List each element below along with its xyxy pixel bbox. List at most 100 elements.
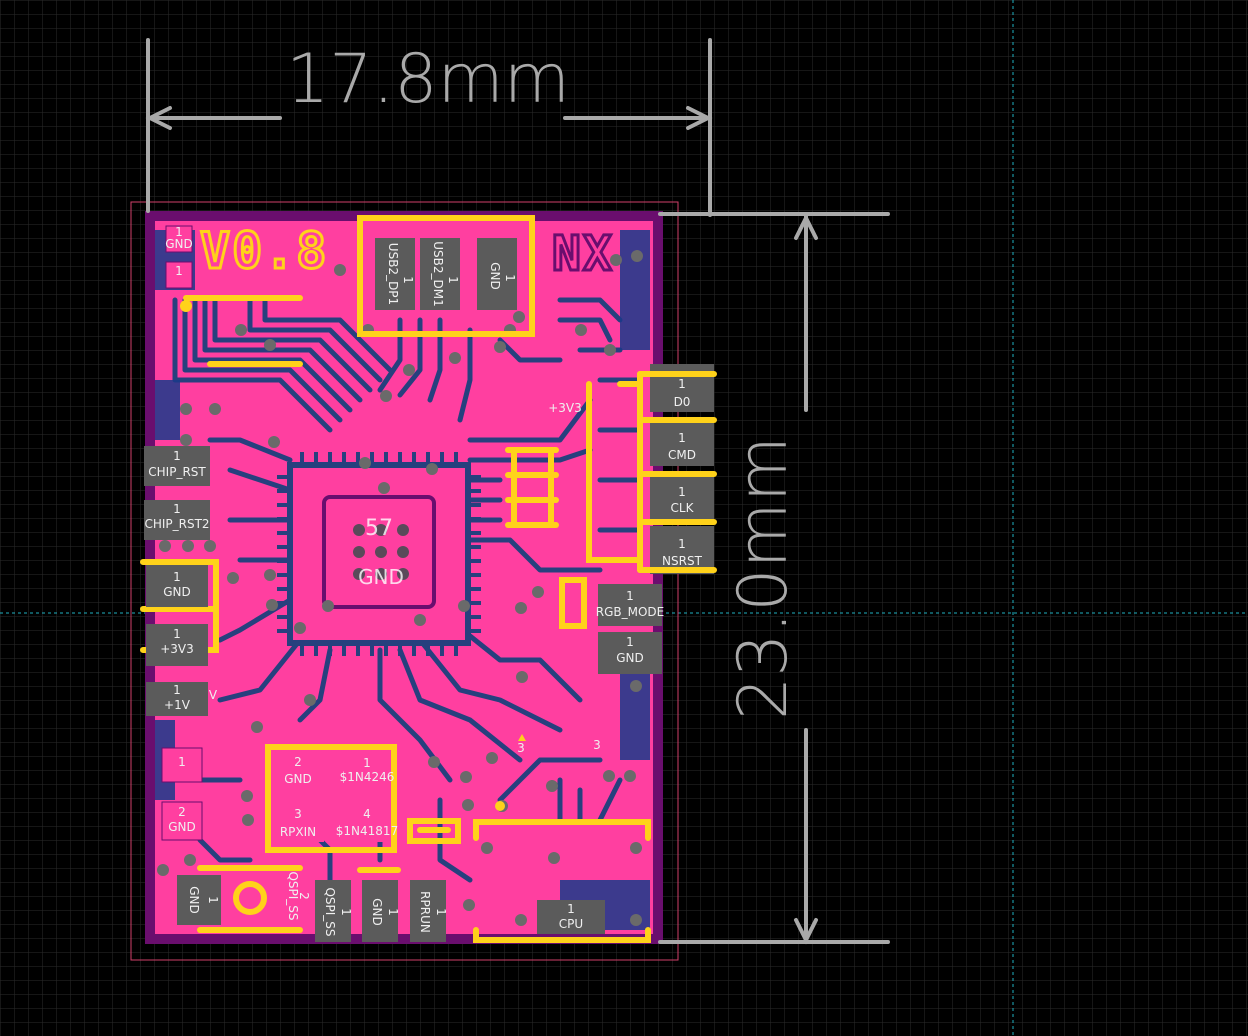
pad-left-gnd[interactable]: 1 GND [146,565,208,607]
svg-text:GND: GND [616,651,644,665]
diode-pad-4[interactable]: 4 $1N41817 [336,804,398,842]
silk-markers [180,300,526,811]
diode-pad-3[interactable]: 3 RPXIN [276,804,324,842]
pad-usb2-dm1[interactable]: 1 USB2_DM1 [420,238,460,310]
pad-tl-gnd[interactable]: 1 GND [165,225,193,253]
label-v: V [209,688,218,702]
svg-text:CHIP_RST2: CHIP_RST2 [144,517,209,531]
svg-text:1: 1 [386,908,400,916]
pad-top-gnd[interactable]: 1 GND [477,238,517,310]
svg-text:GND: GND [284,772,312,786]
trace-layer [172,297,643,883]
pad-ll-1[interactable]: 1 [161,747,203,783]
pad-chip-rst[interactable]: 1 CHIP_RST [144,446,210,486]
svg-text:QSPI_SS: QSPI_SS [323,887,337,936]
svg-text:1: 1 [434,908,448,916]
svg-text:1: 1 [446,276,460,284]
board-bounding-box [130,201,679,961]
svg-text:RPRUN: RPRUN [418,891,432,933]
svg-text:1: 1 [173,683,181,697]
chip-pins [277,452,481,656]
svg-text:1: 1 [363,756,371,770]
svg-text:1: 1 [206,896,220,904]
svg-text:+3V3: +3V3 [160,642,194,656]
svg-text:GND: GND [370,898,384,926]
svg-text:1: 1 [178,755,186,769]
chip-pad-number: 57 [365,516,393,541]
svg-text:RGB_MODE: RGB_MODE [596,605,665,619]
svg-text:1: 1 [175,264,183,278]
pad-rgb-mode[interactable]: 1 RGB_MODE [596,584,665,626]
pad-bottom-gnd2[interactable]: 1 GND [362,880,400,942]
svg-text:1: 1 [678,537,686,551]
pad-chip-rst2[interactable]: 1 CHIP_RST2 [144,500,210,540]
svg-text:1: 1 [173,627,181,641]
label-three-b: 3 [593,738,601,752]
right-connector-silk [637,371,717,573]
top-left-pads[interactable]: 1 GND 1 [165,225,193,289]
svg-text:RPXIN: RPXIN [280,825,316,839]
svg-text:1: 1 [678,377,686,391]
dimension-width-label: 17.8mm [286,40,570,119]
svg-text:$1N41817: $1N41817 [336,824,398,838]
diode-pad-2[interactable]: 2 GND [276,755,324,798]
svg-text:1: 1 [626,589,634,603]
svg-text:1: 1 [173,502,181,516]
dimension-lines [145,38,890,945]
pad-nsrst[interactable]: 1 NSRST [650,526,714,574]
diode-pad-1[interactable]: 1 $1N4246 [338,756,394,798]
chip-pad-label: GND [358,565,404,589]
pad-tl-2[interactable]: 1 [165,261,193,289]
pad-bottom-gnd[interactable]: 1 GND [177,875,221,925]
bottom-connector-pads[interactable]: 1 GND 2 QSPI_SS 1 QSPI_SS 1 GND 1 RPRUN … [177,871,605,942]
board-mark-silkscreen: NX [552,226,614,282]
svg-text:USB2_DP1: USB2_DP1 [386,243,400,305]
svg-text:1: 1 [678,431,686,445]
svg-text:1: 1 [626,635,634,649]
svg-text:CHIP_RST: CHIP_RST [148,465,206,479]
svg-text:1: 1 [173,570,181,584]
svg-text:CLK: CLK [671,501,695,515]
svg-text:2: 2 [178,805,186,819]
pad-ll-gnd[interactable]: 2 GND [161,801,203,841]
pad-cmd[interactable]: 1 CMD [650,418,714,466]
svg-text:USB2_DM1: USB2_DM1 [431,241,445,307]
top-connector-pads[interactable]: 1 USB2_DP1 1 USB2_DM1 1 GND [375,238,517,310]
left-lower-pads[interactable]: 1 2 GND [161,747,203,841]
svg-text:3: 3 [294,807,302,821]
svg-text:1: 1 [567,902,575,916]
pad-qspi-ss-2[interactable]: 2 QSPI_SS [276,871,311,922]
left-connector-pads[interactable]: 1 CHIP_RST 1 CHIP_RST2 1 GND 1 +3V3 1 +1… [144,446,210,716]
pad-rprun[interactable]: 1 RPRUN [410,880,448,942]
svg-text:1: 1 [678,485,686,499]
svg-text:CPU: CPU [559,917,583,931]
pad-left-3v3[interactable]: 1 +3V3 [146,624,208,666]
chip-thermal-vias [353,524,409,580]
label-plus3v3: +3V3 [548,401,582,415]
right-lower-pads[interactable]: 1 RGB_MODE 1 GND [596,584,665,674]
label-three-a: 3 [517,741,525,755]
pad-clk[interactable]: 1 CLK [650,472,714,520]
svg-text:D0: D0 [674,395,691,409]
svg-text:+1V: +1V [164,698,191,712]
svg-text:GND: GND [165,237,193,251]
svg-text:QSPI_SS: QSPI_SS [286,871,300,920]
svg-text:GND: GND [187,886,201,914]
pad-cpu[interactable]: 1 CPU [537,900,605,934]
pad-usb2-dp1[interactable]: 1 USB2_DP1 [375,238,415,310]
svg-text:GND: GND [168,820,196,834]
svg-text:GND: GND [488,262,502,290]
pad-qspi-ss[interactable]: 1 QSPI_SS [315,880,353,942]
svg-text:1: 1 [401,276,415,284]
pad-right-gnd[interactable]: 1 GND [598,632,662,674]
svg-text:CMD: CMD [668,448,696,462]
svg-text:2: 2 [294,755,302,769]
svg-text:$1N4246: $1N4246 [340,770,395,784]
svg-text:1: 1 [503,274,517,282]
diode-block[interactable]: 2 GND 1 $1N4246 3 RPXIN 4 $1N41817 [276,755,398,842]
svg-text:4: 4 [363,807,371,821]
pad-left-1v[interactable]: 1 +1V [146,682,208,716]
silkscreen-layer [140,215,651,943]
svg-text:GND: GND [163,585,191,599]
